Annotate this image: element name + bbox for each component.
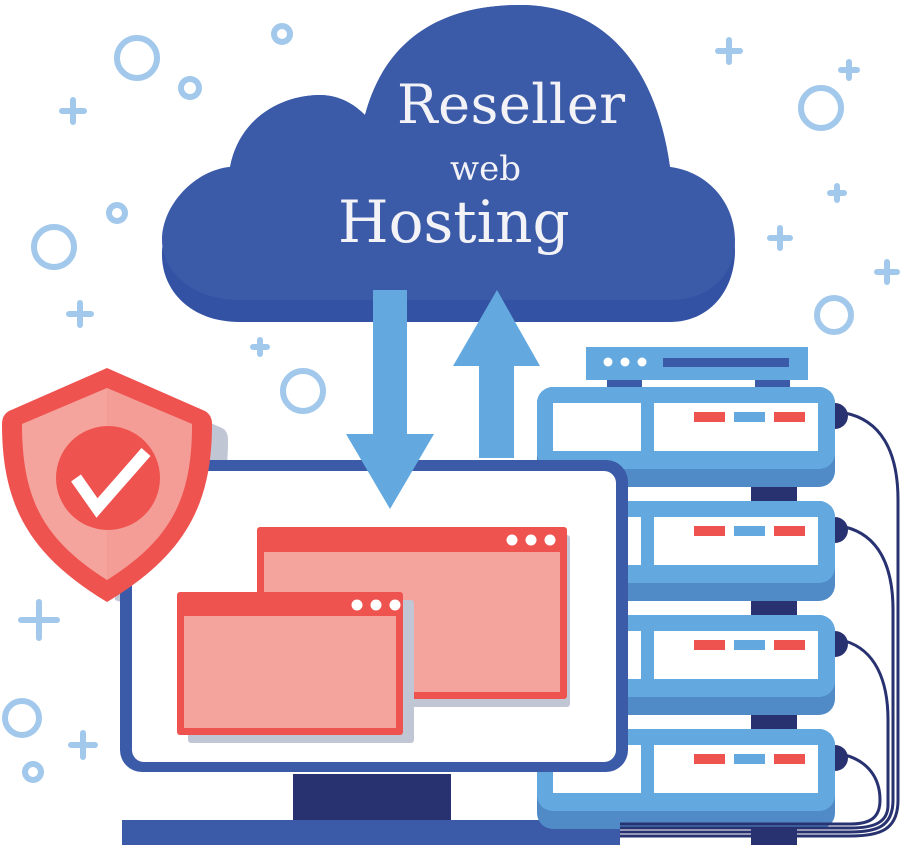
network-cables (620, 411, 900, 838)
ring-decoration (280, 368, 326, 414)
monitor-base (122, 820, 620, 845)
plus-icon (250, 337, 270, 357)
ring-decoration (798, 85, 844, 131)
monitor-icon (122, 774, 620, 845)
ring-decoration (22, 761, 44, 783)
checkmark-icon (71, 448, 151, 518)
cloud-title-hosting: Hosting (338, 188, 570, 256)
browser-window-icon (177, 592, 414, 743)
plus-icon (66, 300, 94, 328)
cable-plugs (835, 403, 848, 771)
ring-decoration (114, 35, 160, 81)
plus-decorations (18, 37, 900, 760)
cloud-title-web: web (450, 149, 521, 189)
cloud-title-reseller: Reseller (397, 73, 626, 136)
plus-icon (68, 730, 98, 760)
ring-decoration (106, 202, 128, 224)
plus-icon (18, 599, 60, 641)
upload-arrow-icon (453, 290, 540, 458)
ring-decoration (178, 76, 202, 100)
plus-icon (767, 225, 793, 251)
shield-check-icon (2, 368, 212, 602)
cloud-icon (162, 5, 735, 322)
ring-decoration (814, 295, 854, 335)
plus-icon (715, 37, 743, 65)
plus-icon (874, 259, 900, 285)
plus-icon (838, 59, 860, 81)
ring-decoration (271, 23, 293, 45)
plus-icon (827, 183, 847, 203)
background-decorations (2, 23, 854, 783)
ring-decoration (31, 224, 77, 270)
ring-decoration (2, 698, 42, 738)
plus-icon (59, 97, 87, 125)
download-arrow-icon (346, 290, 434, 509)
monitor-stand (293, 774, 451, 824)
